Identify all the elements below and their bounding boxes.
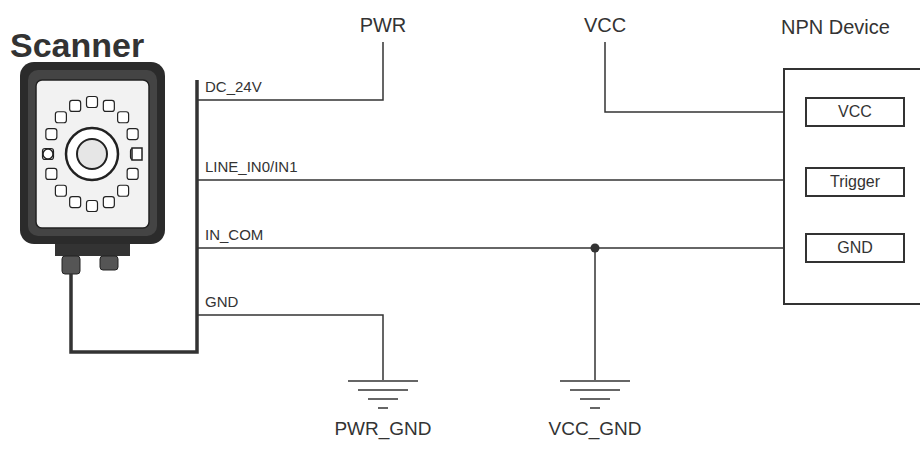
led — [70, 197, 81, 208]
led — [127, 168, 138, 179]
connector — [62, 256, 80, 274]
com-wire — [197, 247, 805, 249]
cable — [71, 80, 197, 352]
ground-name: VCC_GND — [549, 418, 642, 440]
connector — [100, 256, 118, 270]
pwr-wire — [197, 42, 383, 100]
terminal-label: GND — [837, 239, 873, 257]
scanner-face — [36, 80, 149, 228]
ground-name: PWR_GND — [334, 418, 431, 440]
led — [46, 129, 57, 140]
connector-base — [55, 244, 130, 256]
vcc-wire — [605, 42, 805, 112]
ground-symbol — [560, 381, 630, 408]
signal-name: PWR — [360, 14, 407, 37]
terminal-label: Trigger — [830, 173, 880, 191]
signal-name: IN_COM — [205, 226, 263, 243]
led — [43, 149, 54, 160]
gnd-wire — [197, 315, 383, 380]
led — [46, 168, 57, 179]
scanner-illustration — [20, 62, 165, 274]
terminal-box: VCC — [805, 97, 905, 127]
terminal-box: GND — [805, 233, 905, 263]
led — [103, 197, 114, 208]
led — [87, 201, 98, 212]
led — [103, 100, 114, 111]
led — [127, 129, 138, 140]
lens-ring — [66, 128, 118, 180]
led — [55, 112, 66, 123]
trigger-wire — [197, 179, 805, 181]
led — [118, 185, 129, 196]
indicator — [43, 149, 53, 159]
led-ring — [43, 97, 142, 212]
scanner-housing — [20, 62, 165, 244]
terminal-label: VCC — [838, 103, 872, 121]
signal-name: GND — [205, 293, 238, 310]
led — [70, 100, 81, 111]
scanner-bezel — [28, 70, 157, 236]
led — [118, 112, 129, 123]
terminal-box: Trigger — [805, 167, 905, 197]
part-name: Scanner — [10, 26, 144, 65]
led — [55, 185, 66, 196]
vcc-gnd-wire — [594, 248, 596, 380]
wires — [71, 42, 805, 380]
led — [131, 149, 142, 160]
ground-symbol — [348, 381, 418, 408]
lens — [77, 139, 107, 169]
signal-name: LINE_IN0/IN1 — [205, 158, 298, 175]
signal-name: VCC — [584, 14, 626, 37]
junction-dot — [591, 244, 600, 253]
signal-name: DC_24V — [205, 78, 262, 95]
device-box: NPN DeviceVCCTriggerGND — [783, 68, 920, 305]
led — [87, 97, 98, 108]
indicator — [132, 148, 142, 160]
device-name: NPN Device — [781, 16, 890, 39]
